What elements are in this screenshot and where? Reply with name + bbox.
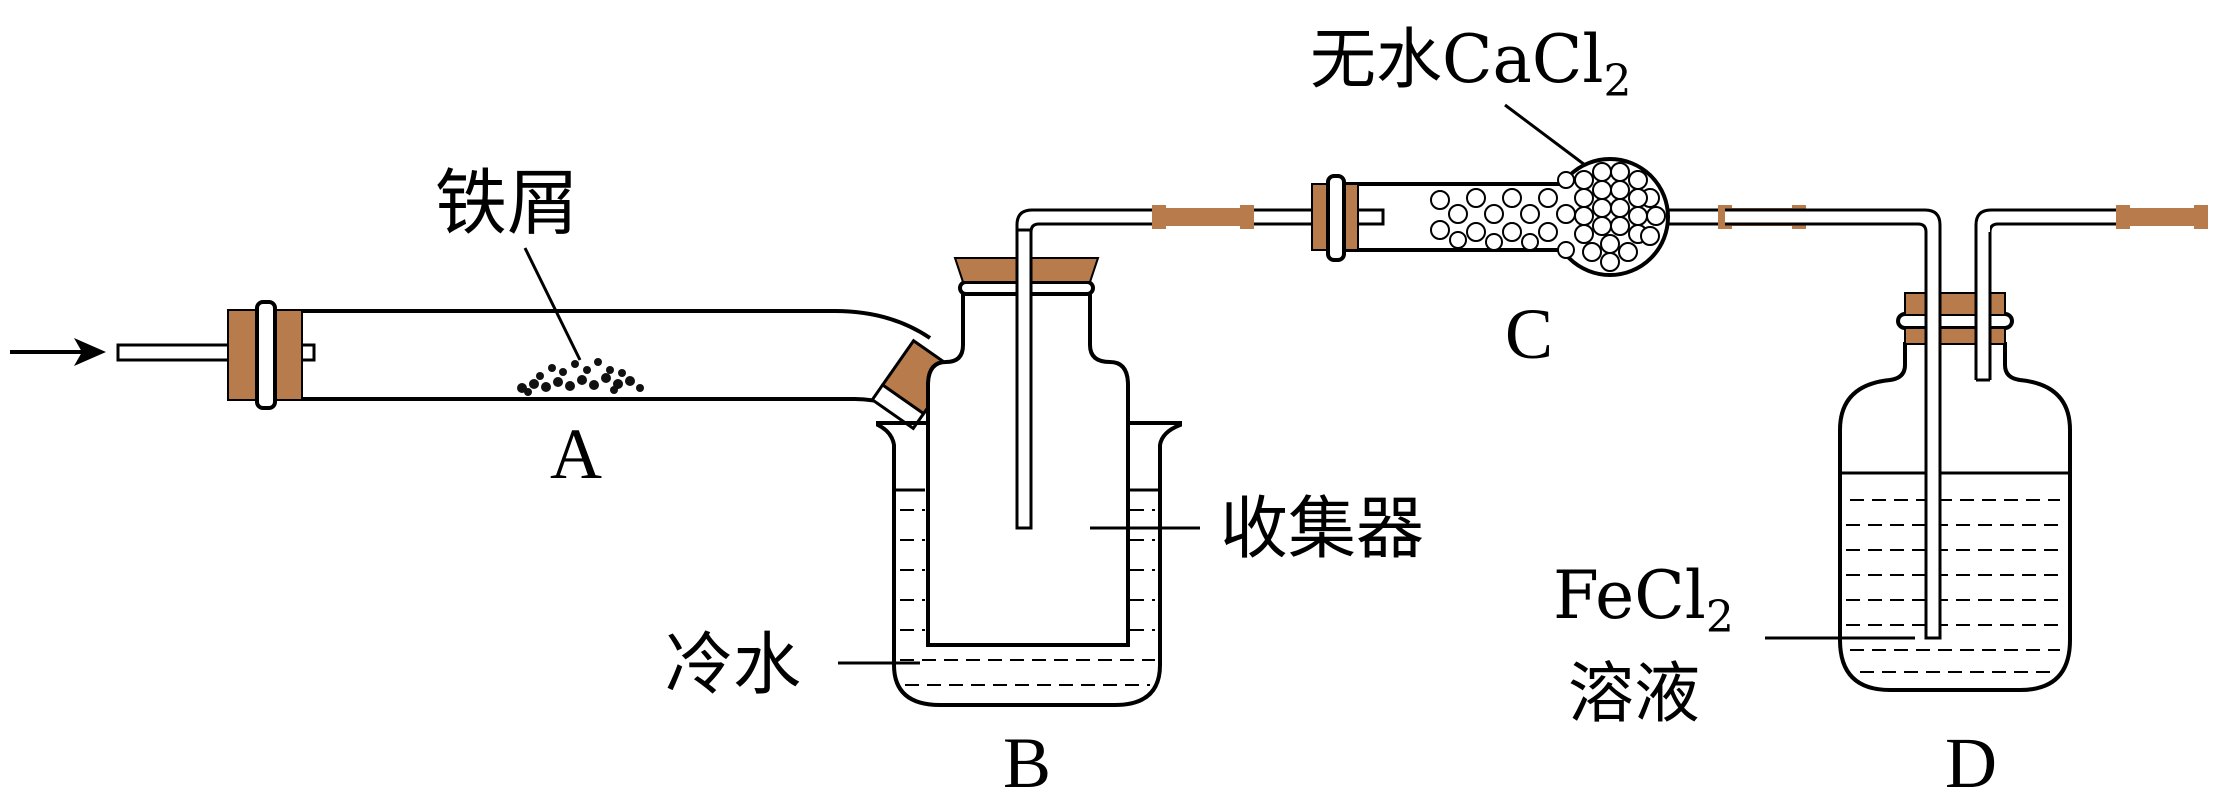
iron-filings: [517, 358, 644, 396]
label-collector: 收集器: [1220, 490, 1424, 569]
beaker: [876, 421, 1182, 707]
cacl2-granules: [1430, 162, 1666, 272]
apparatus-c: [1311, 103, 1806, 277]
iron-filings-leader: [523, 247, 582, 361]
gas-inlet-arrow: [10, 338, 106, 366]
label-b: B: [1003, 723, 1051, 798]
inlet-tube: [116, 343, 240, 362]
label-d: D: [1945, 723, 1997, 798]
cacl2-leader: [1504, 103, 1586, 167]
collector-inlet-tube: [1015, 228, 1033, 530]
cacl2-subscript: 2: [1603, 56, 1631, 107]
d-inlet-tube: [1725, 208, 1942, 640]
tube-b-to-c: [1015, 208, 1180, 258]
label-solution: 溶液: [1568, 655, 1700, 732]
label-fecl2: FeCl2: [1553, 557, 1734, 643]
label-a: A: [550, 414, 602, 494]
cacl2-main-text: 无水CaCl: [1310, 21, 1603, 98]
wash-bottle: [1838, 342, 2072, 692]
apparatus-a: [116, 247, 957, 431]
label-anhydrous-cacl2: 无水CaCl2: [1310, 21, 1631, 107]
rubber-connector-outlet: [2116, 205, 2208, 229]
label-iron-filings: 铁屑: [435, 161, 579, 245]
fecl2-subscript: 2: [1706, 592, 1734, 643]
stopper-clamp-a: [255, 300, 277, 410]
apparatus-b: [838, 205, 1312, 707]
apparatus-d: [1725, 205, 2208, 692]
label-c: C: [1505, 294, 1553, 374]
label-cold-water: 冷水: [665, 626, 801, 705]
fecl2-solution: [1842, 471, 2068, 673]
fecl2-main-text: FeCl: [1553, 557, 1706, 634]
rubber-connector-bc: [1152, 205, 1254, 229]
